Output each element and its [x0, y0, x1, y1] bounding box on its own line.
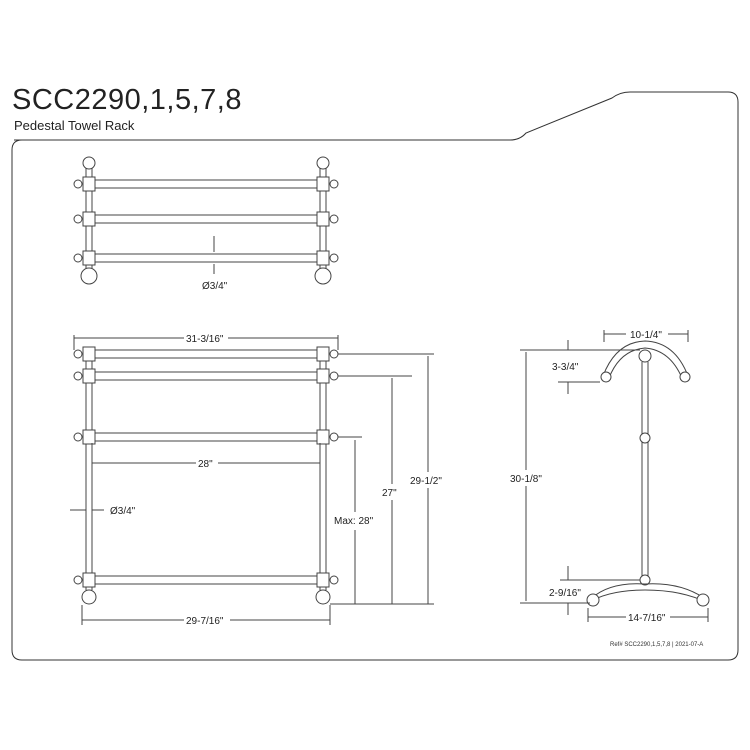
drawing-frame	[11, 91, 739, 661]
side-base-height-label: 2-9/16"	[549, 588, 581, 599]
side-overall-height-label: 30-1/8"	[510, 474, 542, 485]
front-max-height-label: Max: 28"	[334, 516, 374, 527]
side-top-width-label: 10-1/4"	[630, 330, 662, 341]
front-overall-width-label: 31-3/16"	[186, 334, 224, 345]
front-total-height-label: 29-1/2"	[410, 476, 442, 487]
page-title: SCC2290,1,5,7,8	[12, 84, 242, 116]
front-diameter-label: Ø3/4"	[110, 506, 136, 517]
side-base-width-label: 14-7/16"	[628, 613, 666, 624]
top-view	[73, 156, 339, 285]
front-base-width-label: 29-7/16"	[186, 616, 224, 627]
reference-footer: Ref# SCC2290,1,5,7,8 | 2021-07-A	[610, 642, 704, 648]
top-view-diameter-label: Ø3/4"	[202, 281, 228, 292]
page-subtitle: Pedestal Towel Rack	[14, 118, 135, 133]
front-view	[70, 335, 434, 625]
front-mid-height-label: 27"	[382, 488, 397, 499]
side-top-depth-label: 3-3/4"	[552, 362, 579, 373]
side-view	[520, 330, 710, 622]
front-inner-width-label: 28"	[198, 459, 213, 470]
